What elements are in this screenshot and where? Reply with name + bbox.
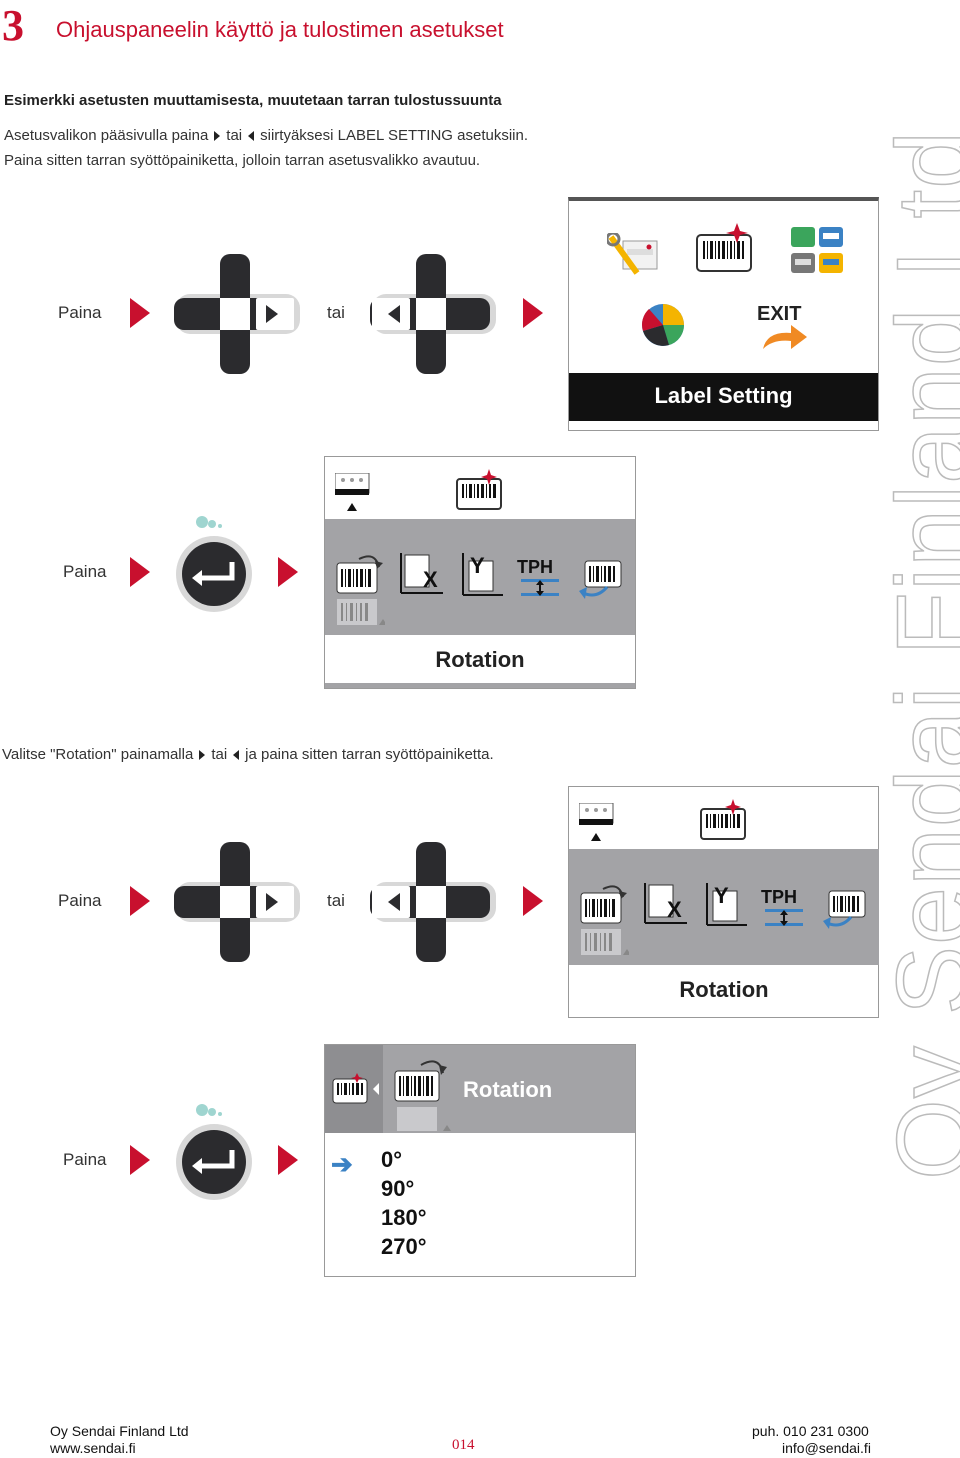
footer-website[interactable]: www.sendai.fi (50, 1440, 136, 1456)
rotation-title: Rotation (463, 1077, 553, 1102)
statistics-pie-icon (642, 304, 684, 346)
main-menu-title: Label Setting (654, 383, 793, 408)
right-triangle-icon (214, 131, 221, 142)
icon-band: X Y TPH (569, 849, 879, 965)
settings-tool-icon (607, 233, 658, 275)
y-offset-icon (462, 553, 503, 596)
screen-bottom-bar (325, 683, 635, 688)
dpad-right-icon (174, 842, 300, 962)
or-label: tai (327, 891, 345, 910)
selection-arrow-icon: ➔ (331, 1149, 353, 1179)
x-offset-icon (644, 883, 687, 924)
rotation-options-list: 0° 90° 180° 270° (381, 1147, 427, 1263)
print-head-icon (579, 803, 614, 841)
tph-adjust-icon (765, 909, 803, 926)
x-offset-icon (400, 553, 443, 594)
red-arrow-icon (130, 298, 150, 328)
rotation-barcode-icon (580, 885, 629, 955)
tph-label: TPH (761, 887, 797, 907)
label-setting-screen-2: X Y TPH Rotation (568, 786, 879, 1018)
rotation-option[interactable]: 90° (381, 1176, 415, 1201)
red-arrow-icon (130, 1145, 150, 1175)
footer-email[interactable]: info@sendai.fi (782, 1440, 871, 1456)
red-arrow-icon (278, 1145, 298, 1175)
dpad-right-icon (174, 254, 300, 374)
left-triangle-icon (248, 131, 255, 142)
chapter-title: Ohjauspaneelin käyttö ja tulostimen aset… (56, 17, 504, 42)
rotation-barcode-icon (394, 1060, 451, 1131)
enter-button-icon (176, 516, 252, 612)
enter-button-icon (176, 1104, 252, 1200)
mirror-barcode-icon (579, 560, 622, 599)
rotation-option[interactable]: 0° (381, 1147, 403, 1172)
label-barcode-icon (700, 799, 746, 840)
x-label: X (667, 897, 682, 922)
red-arrow-icon (130, 557, 150, 587)
rotation-screen: Rotation ➔ 0° 90° 180° 270° (324, 1044, 636, 1277)
exit-label: EXIT (757, 303, 802, 325)
page-number: 014 (452, 1437, 475, 1453)
footer-phone: puh. 010 231 0300 (752, 1423, 869, 1439)
label-setting-screen: X Y TPH Rotation (324, 456, 636, 689)
rotation-barcode-icon (336, 555, 385, 625)
section-heading: Esimerkki asetusten muuttamisesta, muute… (4, 92, 502, 109)
press-label: Paina (58, 891, 102, 910)
rotation-side-panel (325, 1045, 383, 1133)
dpad-left-icon (370, 842, 496, 962)
label-barcode-icon (696, 223, 752, 272)
y-label: Y (470, 553, 485, 578)
right-triangle-icon (199, 750, 206, 761)
label-setting-selected-title: Rotation (435, 647, 525, 672)
red-arrow-icon (523, 886, 543, 916)
rotation-header-band: Rotation (383, 1045, 635, 1133)
or-label: tai (327, 303, 345, 322)
exit-arrow-icon (763, 325, 807, 349)
icon-band: X Y TPH (325, 519, 635, 635)
label-barcode-icon (456, 469, 502, 510)
press-label: Paina (63, 1150, 107, 1169)
press-label: Paina (63, 562, 107, 581)
interface-icon (791, 227, 843, 273)
y-offset-icon (706, 883, 747, 926)
mirror-barcode-icon (823, 890, 866, 929)
red-arrow-icon (130, 886, 150, 916)
rotation-option[interactable]: 270° (381, 1234, 427, 1259)
main-menu-selection-bar: Label Setting (569, 373, 878, 421)
rotation-option[interactable]: 180° (381, 1205, 427, 1230)
chapter-number: 3 (2, 1, 24, 50)
red-arrow-icon (523, 298, 543, 328)
watermark: Oy Sendai Finland Ltd (875, 129, 960, 1181)
red-arrow-icon (278, 557, 298, 587)
label-setting-selected-title: Rotation (679, 977, 769, 1002)
x-label: X (423, 567, 438, 592)
footer-company: Oy Sendai Finland Ltd (50, 1423, 189, 1439)
tph-adjust-icon (521, 579, 559, 596)
main-menu-screen: EXIT Label Setting (568, 197, 879, 431)
label-barcode-icon (332, 1073, 379, 1104)
intro-line-2: Paina sitten tarran syöttöpainiketta, jo… (4, 152, 481, 169)
press-label: Paina (58, 303, 102, 322)
left-triangle-icon (233, 750, 240, 761)
dpad-left-icon (370, 254, 496, 374)
print-head-icon (335, 473, 370, 511)
y-label: Y (714, 883, 729, 908)
tph-label: TPH (517, 557, 553, 577)
